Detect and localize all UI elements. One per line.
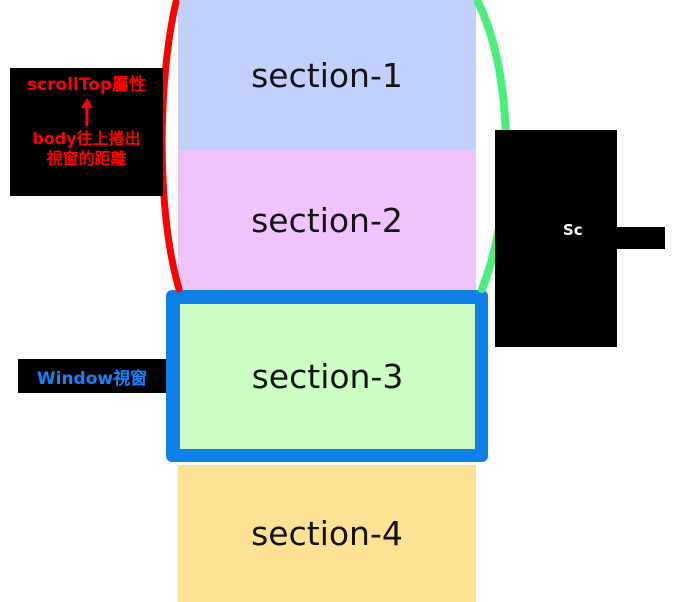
- scrolltop-annotation: scrollTop屬性 body往上捲出 視窗的距離: [10, 68, 163, 196]
- section-4-block: section-4: [178, 465, 476, 602]
- left-red-arc: [158, 0, 183, 293]
- scrolltop-heading: scrollTop屬性: [26, 75, 147, 95]
- scrolltop-description-line-1: body往上捲出: [32, 129, 141, 148]
- section-3-label: section-3: [251, 357, 404, 396]
- section-4-label: section-4: [251, 514, 403, 553]
- section-1-label: section-1: [251, 55, 403, 95]
- section-1-block: section-1: [178, 0, 476, 150]
- window-viewport-frame: section-3: [166, 290, 488, 462]
- redaction-bar: [588, 227, 665, 249]
- up-arrow-icon: [80, 98, 93, 126]
- section-2-label: section-2: [251, 200, 403, 240]
- right-scroll-annotation-text: Sc: [563, 221, 583, 239]
- window-viewport-label: Window視窗: [18, 359, 166, 393]
- window-viewport-label-text: Window視窗: [36, 368, 148, 389]
- section-2-block: section-2: [178, 150, 476, 290]
- scrolltop-description-line-2: 視窗的距離: [46, 149, 127, 168]
- section-3-block: section-3: [180, 304, 475, 449]
